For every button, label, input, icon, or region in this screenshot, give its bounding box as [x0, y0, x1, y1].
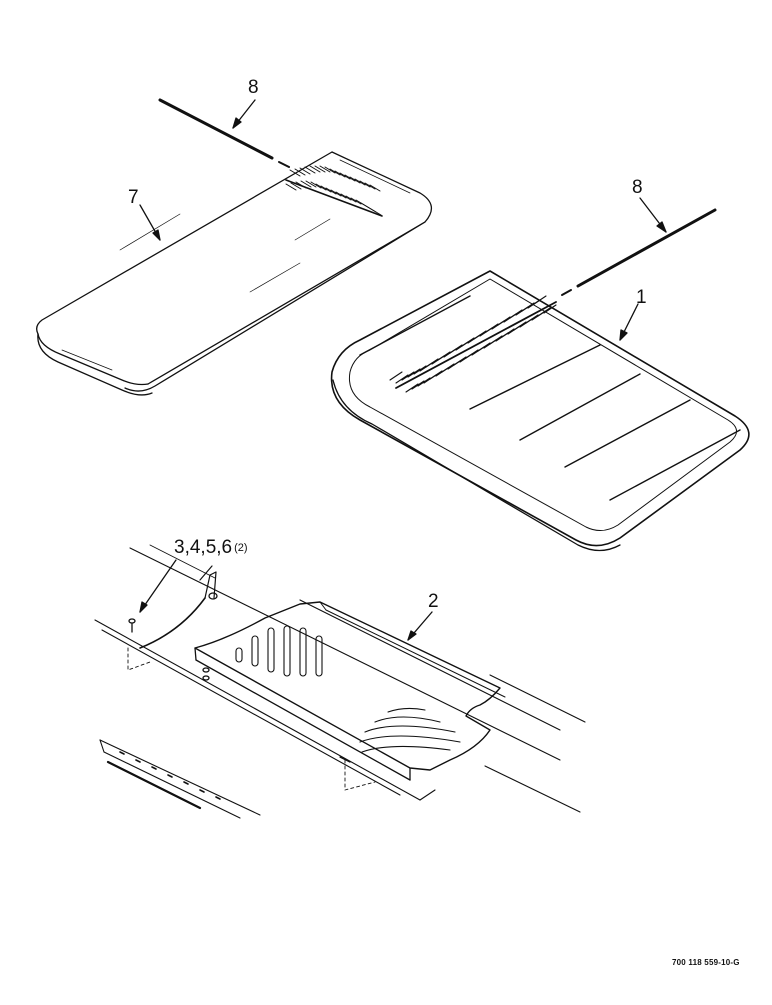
callout-short-belt: 7 — [128, 187, 139, 208]
callout-shield: 2 — [428, 591, 439, 612]
leader-arrow-rod-right — [639, 197, 667, 233]
shield — [194, 601, 506, 781]
rod-top — [158, 98, 290, 168]
rod-right — [561, 208, 717, 296]
callout-long-belt: 1 — [636, 287, 647, 308]
frame-rails — [94, 544, 586, 819]
short-belt — [36, 151, 432, 396]
leader-arrow-short-belt — [139, 204, 161, 241]
long-belt — [330, 270, 750, 552]
callout-rod-top: 8 — [248, 77, 259, 98]
leader-arrow-long-belt — [619, 303, 639, 341]
hardware-bolt-cable — [127, 565, 376, 791]
callout-hardware: 3,4,5,6(2) — [174, 538, 248, 557]
callout-hardware-qty: (2) — [234, 542, 248, 554]
callout-rod-right: 8 — [632, 177, 643, 198]
leader-arrow-hardware — [139, 559, 177, 613]
callout-hardware-numbers: 3,4,5,6 — [174, 537, 233, 558]
document-number: 700 118 559-10-G — [672, 958, 740, 967]
leader-arrow-rod-top — [232, 99, 256, 129]
leader-arrow-shield — [407, 611, 433, 641]
